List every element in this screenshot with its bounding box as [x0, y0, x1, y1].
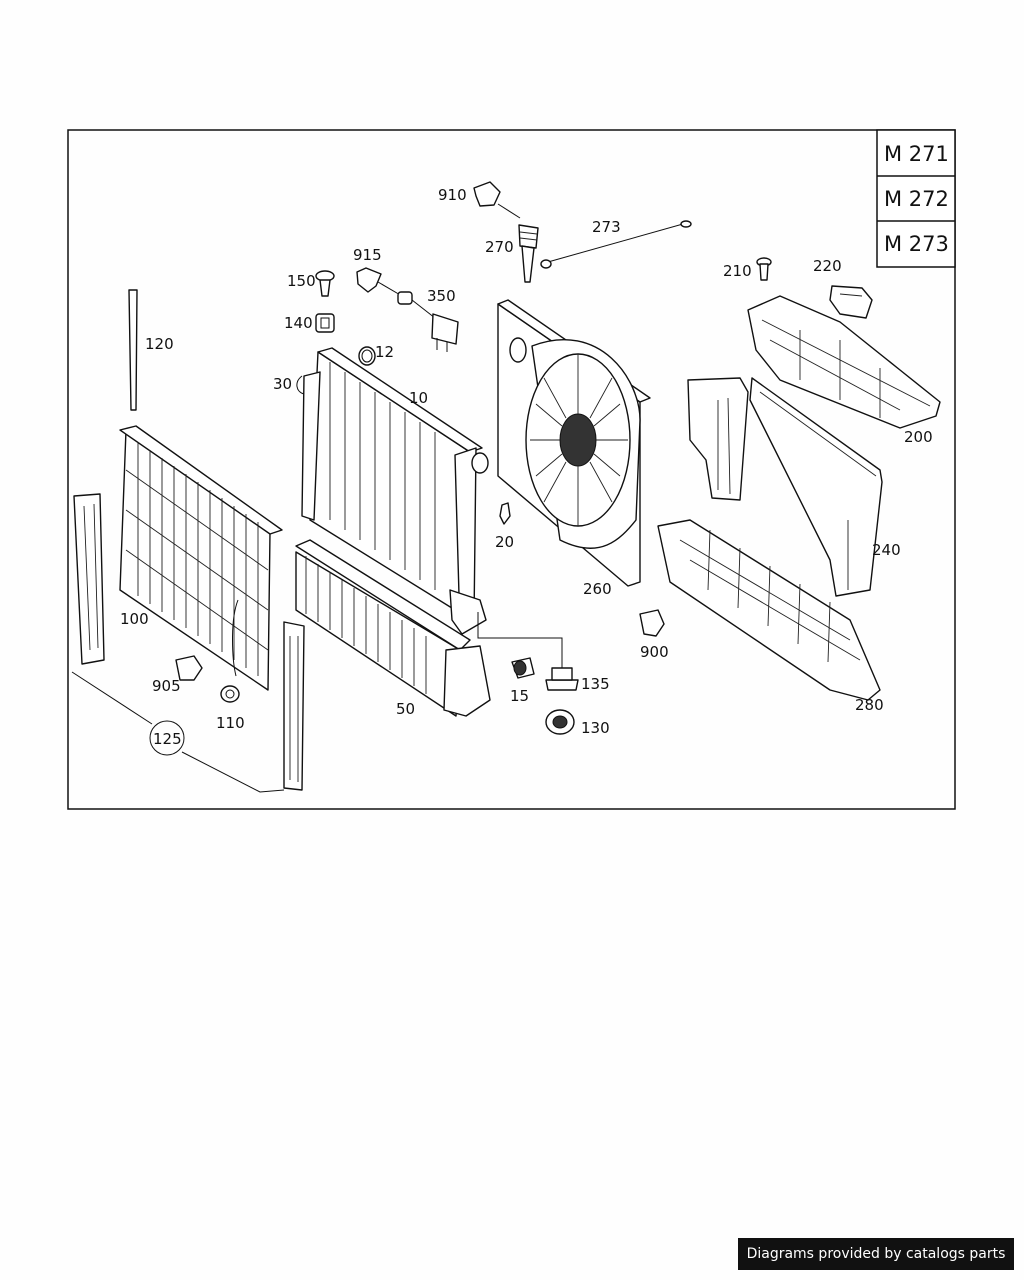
- label-110[interactable]: 110: [216, 714, 245, 732]
- part-135-expansion-cap: [545, 667, 579, 691]
- label-905[interactable]: 905: [152, 677, 181, 695]
- label-350[interactable]: 350: [427, 287, 456, 305]
- part-260-fan-shroud: [497, 299, 651, 587]
- label-150[interactable]: 150: [287, 272, 316, 290]
- label-910[interactable]: 910: [438, 186, 467, 204]
- credit-banner: Diagrams provided by catalogs parts: [738, 1238, 1014, 1270]
- label-280[interactable]: 280: [855, 696, 884, 714]
- label-240[interactable]: 240: [872, 541, 901, 559]
- part-100-condenser: [119, 425, 283, 691]
- label-200[interactable]: 200: [904, 428, 933, 446]
- engine-code-m271[interactable]: M 271: [884, 142, 949, 166]
- part-50-intercooler: [295, 539, 491, 717]
- part-150-clip: [315, 270, 335, 297]
- label-900[interactable]: 900: [640, 643, 669, 661]
- credit-text: Diagrams provided by catalogs parts: [746, 1246, 1006, 1262]
- label-30[interactable]: 30: [273, 375, 292, 393]
- part-200-air-duct: [747, 295, 941, 429]
- part-125-right-bracket: [283, 621, 305, 791]
- label-120[interactable]: 120: [145, 335, 174, 353]
- part-10-radiator: [301, 347, 489, 635]
- label-270[interactable]: 270: [485, 238, 514, 256]
- part-125-left-bracket: [73, 493, 105, 665]
- label-135[interactable]: 135: [581, 675, 610, 693]
- label-20[interactable]: 20: [495, 533, 514, 551]
- label-260[interactable]: 260: [583, 580, 612, 598]
- part-910-tag: [473, 181, 521, 219]
- engine-code-m272[interactable]: M 272: [884, 187, 949, 211]
- part-240-side-deflector: [687, 377, 883, 597]
- label-100[interactable]: 100: [120, 610, 149, 628]
- callout-125-lines: [71, 671, 285, 793]
- label-130[interactable]: 130: [581, 719, 610, 737]
- label-12[interactable]: 12: [375, 343, 394, 361]
- part-15-hose-clamp: [511, 657, 535, 679]
- label-15[interactable]: 15: [510, 687, 529, 705]
- part-110-plug: [220, 685, 240, 703]
- part-915-tag: [356, 267, 382, 293]
- part-220-cover: [829, 285, 873, 319]
- part-20-clip: [499, 502, 511, 525]
- part-273-cable: [540, 220, 692, 269]
- part-350-sensor: [377, 281, 459, 352]
- part-900-tag: [639, 609, 665, 637]
- label-915[interactable]: 915: [353, 246, 382, 264]
- label-140[interactable]: 140: [284, 314, 313, 332]
- part-210-push-clip: [756, 257, 772, 281]
- label-50[interactable]: 50: [396, 700, 415, 718]
- label-10[interactable]: 10: [409, 389, 428, 407]
- engine-code-m273[interactable]: M 273: [884, 232, 949, 256]
- part-hose-line: [477, 612, 563, 672]
- label-125[interactable]: 125: [153, 730, 182, 748]
- part-280-lower-frame: [657, 519, 881, 701]
- part-12-seal-ring: [358, 346, 376, 366]
- diagram-frame: [67, 129, 956, 810]
- label-210[interactable]: 210: [723, 262, 752, 280]
- part-270-sensor: [518, 224, 539, 283]
- label-273[interactable]: 273: [592, 218, 621, 236]
- part-120-rod: [128, 289, 138, 411]
- part-140-grommet: [315, 313, 335, 333]
- part-905-tag: [175, 655, 203, 681]
- label-220[interactable]: 220: [813, 257, 842, 275]
- part-130-cap: [545, 709, 575, 735]
- engine-code-box: M 271 M 272 M 273: [876, 129, 956, 268]
